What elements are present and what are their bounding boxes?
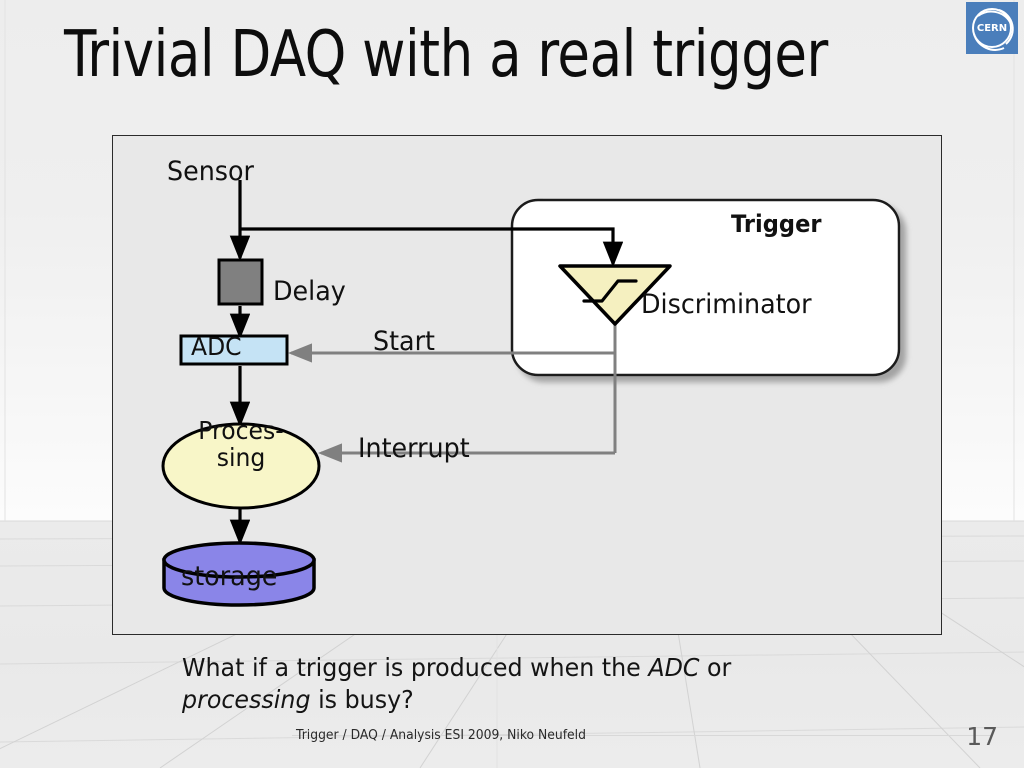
- delay-node: [217, 258, 264, 306]
- adc-node: [179, 334, 289, 366]
- diagram-graphics: [161, 180, 901, 607]
- diagram-frame: Sensor Delay ADC Start Trigger Discrimin…: [112, 135, 942, 635]
- processing-label-line2: sing: [216, 442, 266, 472]
- processing-node: [161, 422, 321, 510]
- interrupt-edge-label: Interrupt: [358, 433, 470, 464]
- caption-part3: is busy?: [310, 685, 414, 714]
- cern-logo: CERN: [966, 2, 1018, 54]
- svg-text:CERN: CERN: [977, 23, 1007, 34]
- sensor-label: Sensor: [167, 156, 255, 187]
- page-number: 17: [966, 722, 998, 751]
- footer-label: Trigger / DAQ / Analysis ESI 2009, Niko …: [296, 728, 586, 743]
- caption-part1: What if a trigger is produced when the: [182, 653, 649, 682]
- start-edge-label: Start: [373, 326, 436, 357]
- delay-label: Delay: [273, 276, 346, 307]
- adc-label: ADC: [191, 332, 242, 361]
- caption-text: What if a trigger is produced when the A…: [182, 652, 847, 716]
- caption-emphasis-processing: processing: [182, 685, 311, 714]
- discriminator-node: [558, 264, 672, 326]
- footer-divider: [292, 735, 992, 736]
- storage-node: [162, 541, 316, 607]
- trigger-box: [510, 198, 901, 377]
- processing-label: Proces- sing: [166, 416, 316, 472]
- storage-label: storage: [181, 561, 278, 592]
- processing-label-line1: Proces-: [198, 416, 284, 445]
- discriminator-label: Discriminator: [641, 289, 812, 320]
- caption-emphasis-adc: ADC: [648, 653, 700, 682]
- caption-part2: or: [699, 653, 732, 682]
- trigger-label: Trigger: [731, 210, 822, 238]
- page-title: Trivial DAQ with a real trigger: [64, 18, 828, 92]
